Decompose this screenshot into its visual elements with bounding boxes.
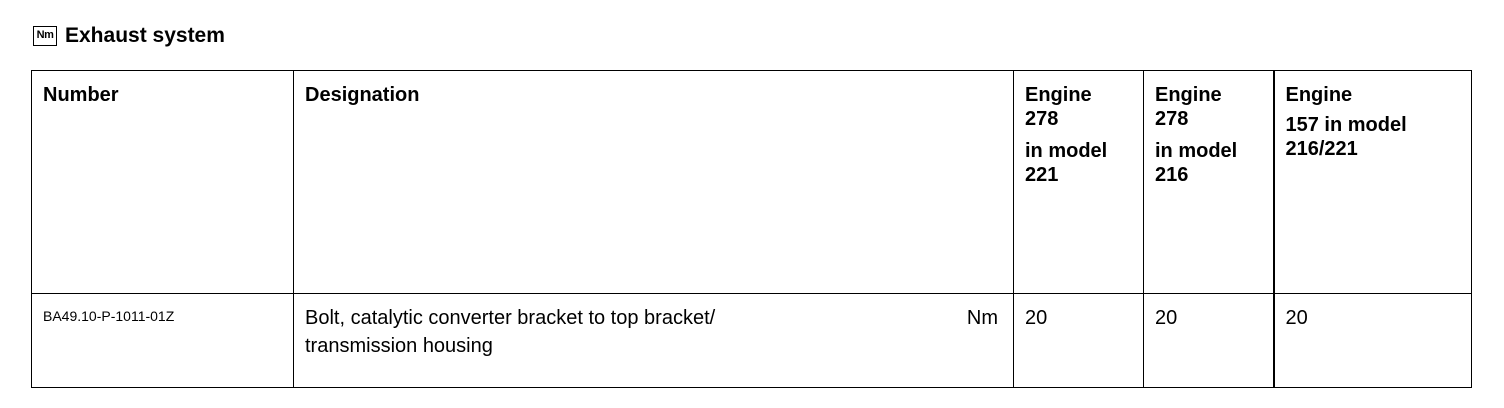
row-designation-text: Bolt, catalytic converter bracket to top…	[305, 307, 716, 357]
table-header-row: Number Designation Engine 278 in model 2…	[31, 70, 1472, 294]
row-value-engine-157-model-216-221: 20	[1272, 293, 1472, 388]
torque-spec-table: Number Designation Engine 278 in model 2…	[31, 70, 1472, 388]
row-unit: Nm	[966, 307, 998, 329]
section-header: Nm Exhaust system	[33, 22, 225, 50]
row-value-engine-278-model-221: 20	[1013, 293, 1144, 388]
header-designation: Designation	[293, 70, 1014, 294]
header-number: Number	[31, 70, 294, 294]
torque-nm-icon: Nm	[33, 26, 57, 46]
header-engine-278-model-221: Engine 278 in model 221	[1013, 70, 1144, 294]
table-row: BA49.10-P-1011-01Z Bolt, catalytic conve…	[31, 293, 1472, 388]
row-value-engine-278-model-216: 20	[1143, 293, 1274, 388]
header-engine-278-model-216: Engine 278 in model 216	[1143, 70, 1274, 294]
header-engine-157-model-216-221: Engine 157 in model 216/221	[1272, 70, 1472, 294]
section-title: Exhaust system	[65, 24, 225, 47]
row-designation: Bolt, catalytic converter bracket to top…	[293, 293, 1014, 388]
row-number: BA49.10-P-1011-01Z	[31, 293, 294, 388]
